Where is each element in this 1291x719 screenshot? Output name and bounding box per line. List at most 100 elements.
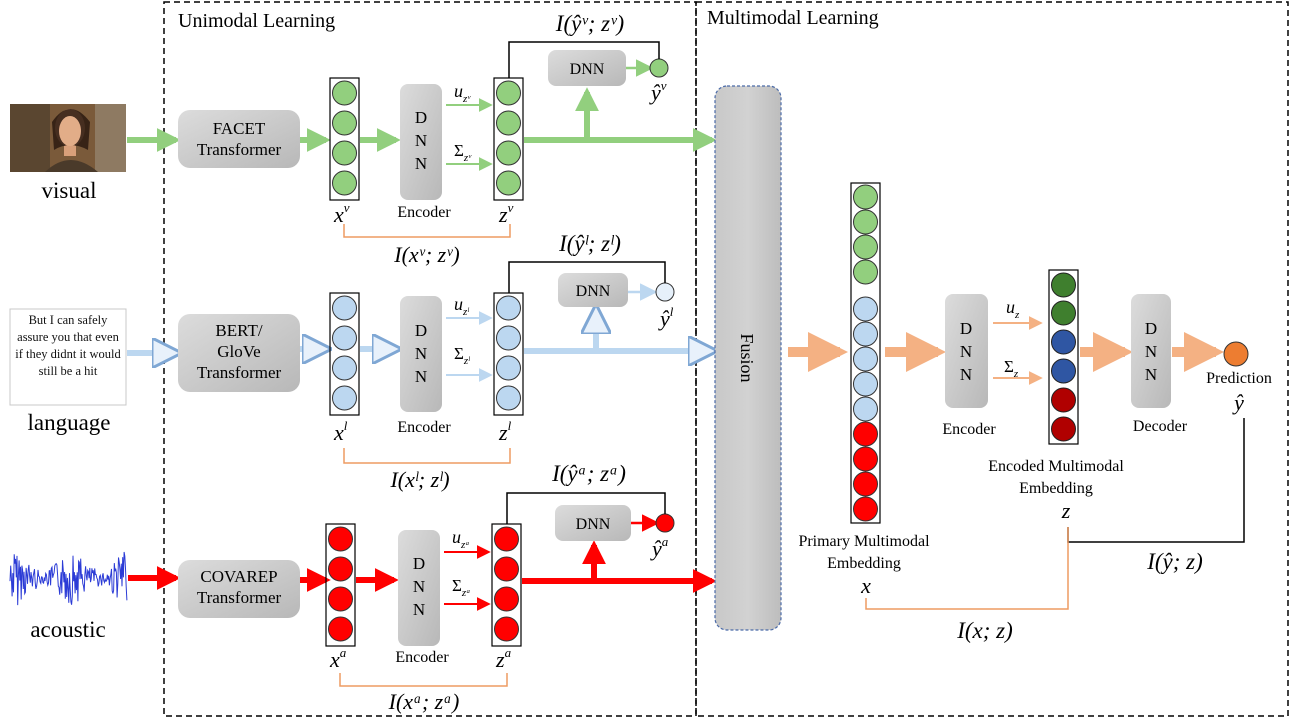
- dnn-letter: D: [1145, 319, 1157, 338]
- visual-label: visual: [42, 178, 97, 203]
- dnn-letter: D: [413, 554, 425, 573]
- acoustic-sigma-label: Σzᵃ: [452, 576, 471, 599]
- multimodal-side: Fusion Primary Multimodal Embedding x D …: [714, 85, 1272, 643]
- bert-line1: BERT/: [215, 321, 262, 340]
- prediction-var: ŷ: [1232, 390, 1244, 415]
- prediction-node: [1223, 341, 1249, 367]
- acoustic-dnn-box: [555, 505, 631, 541]
- acoustic-u-label: uzᵃ: [452, 527, 470, 551]
- visual-encoder-dnn: [400, 84, 442, 200]
- language-mi-input-bracket: [343, 448, 511, 464]
- language-z-label: zl: [498, 418, 512, 445]
- mm-sigma-label: Σz: [1004, 357, 1019, 380]
- language-sample-text: But I can safely assure you that even if…: [15, 313, 121, 378]
- multimodal-encoder-dnn: [945, 294, 988, 408]
- language-encoder-dnn: [400, 296, 442, 412]
- dnn-letter: N: [413, 600, 425, 619]
- encoded-embedding-line1: Encoded Multimodal: [988, 458, 1124, 475]
- language-u-label: uzˡ: [454, 294, 469, 318]
- visual-yhat-label: ŷv: [649, 78, 667, 105]
- acoustic-x-label: xa: [329, 645, 347, 672]
- visual-row: visual FACET Transformer xv D N N Encode…: [10, 11, 717, 267]
- decoder-dnn: [1131, 294, 1171, 408]
- dnn-letter: N: [415, 131, 427, 150]
- covarep-transformer-box: [178, 560, 300, 618]
- language-yhat-label: ŷl: [658, 304, 674, 331]
- primary-embedding-line1: Primary Multimodal: [798, 533, 930, 550]
- language-x-label: xl: [333, 418, 348, 445]
- decoder-label: Decoder: [1133, 418, 1188, 435]
- dnn-letter: N: [415, 154, 427, 173]
- language-row: But I can safely assure you that even if…: [9, 231, 712, 492]
- acoustic-z-label: za: [495, 645, 512, 672]
- acoustic-encoder-label: Encoder: [395, 649, 449, 666]
- dnn-letter: N: [415, 344, 427, 363]
- language-text-box: [9, 308, 127, 406]
- primary-embedding-var: x: [860, 573, 871, 598]
- visual-z-column: [493, 77, 524, 201]
- bert-line2: GloVe: [217, 342, 260, 361]
- dnn-letter: N: [960, 342, 972, 361]
- dnn-letter: N: [1145, 342, 1157, 361]
- language-sigma-label: Σzˡ: [454, 344, 470, 367]
- visual-encoder-label: Encoder: [397, 204, 451, 221]
- language-z-column: [493, 292, 524, 416]
- fusion-box: [714, 85, 782, 631]
- dnn-letter: N: [413, 577, 425, 596]
- dnn-letter: N: [415, 367, 427, 386]
- acoustic-mi-input-bracket: [339, 673, 508, 687]
- language-mi-output-bracket: [508, 261, 666, 293]
- facet-transformer-box: [178, 110, 300, 168]
- visual-yhat-node: [649, 58, 669, 78]
- language-dnn-box: [558, 273, 628, 307]
- fusion-label: Fusion: [737, 333, 757, 382]
- visual-u-label: uzᵛ: [454, 81, 471, 105]
- dnn-letter: N: [1145, 365, 1157, 384]
- primary-embedding-column: [850, 182, 881, 524]
- dnn-letter: D: [960, 319, 972, 338]
- mi-xz-bracket: [865, 527, 1069, 610]
- visual-mi-input-bracket: [343, 224, 511, 238]
- language-encoder-label: Encoder: [397, 419, 451, 436]
- language-yhat-node: [655, 282, 675, 302]
- visual-mi-output: I(ŷᵛ; zᵛ): [555, 11, 624, 36]
- language-label: language: [27, 410, 110, 435]
- mi-yz-bracket: [1067, 418, 1245, 543]
- acoustic-row: acoustic COVAREP Transformer xa D N N En…: [9, 461, 717, 714]
- visual-x-column: [329, 77, 360, 201]
- acoustic-mi-output-bracket: [506, 492, 666, 524]
- mi-yz: I(ŷ; z): [1146, 549, 1203, 574]
- visual-mi-input: I(xᵛ; zᵛ): [393, 242, 459, 267]
- visual-dnn-box: [548, 50, 626, 86]
- bert-transformer-box: [178, 314, 300, 392]
- multimodal-title: Multimodal Learning: [707, 7, 879, 29]
- covarep-line2: Transformer: [197, 588, 282, 607]
- visual-dnn-label: DNN: [570, 61, 605, 78]
- acoustic-x-column: [325, 523, 356, 647]
- dnn-letter: D: [415, 321, 427, 340]
- acoustic-encoder-dnn: [398, 530, 440, 646]
- visual-mi-output-bracket: [508, 41, 660, 78]
- visual-face-image: [10, 104, 126, 172]
- dnn-letter: D: [415, 108, 427, 127]
- acoustic-yhat-node: [655, 513, 675, 533]
- primary-embedding-line2: Embedding: [827, 555, 901, 572]
- acoustic-waveform-image: [9, 551, 128, 606]
- language-mi-output: I(ŷˡ; zˡ): [558, 231, 621, 256]
- acoustic-dnn-label: DNN: [576, 516, 611, 533]
- language-mi-input: I(xˡ; zˡ): [389, 467, 449, 492]
- bert-line3: Transformer: [197, 363, 282, 382]
- multimodal-encoder-label: Encoder: [942, 421, 996, 438]
- acoustic-z-column: [491, 523, 522, 647]
- facet-transformer-line1: FACET: [213, 119, 266, 138]
- encoded-embedding-var: z: [1061, 498, 1071, 523]
- visual-z-label: zv: [498, 200, 514, 227]
- acoustic-mi-input: I(xᵃ; zᵃ): [388, 689, 460, 714]
- visual-x-label: xv: [333, 200, 350, 227]
- language-x-column: [329, 292, 360, 416]
- unimodal-title: Unimodal Learning: [178, 10, 335, 32]
- visual-sigma-label: Σzᵛ: [454, 141, 472, 164]
- facet-transformer-line2: Transformer: [197, 140, 282, 159]
- mi-xz: I(x; z): [956, 618, 1013, 643]
